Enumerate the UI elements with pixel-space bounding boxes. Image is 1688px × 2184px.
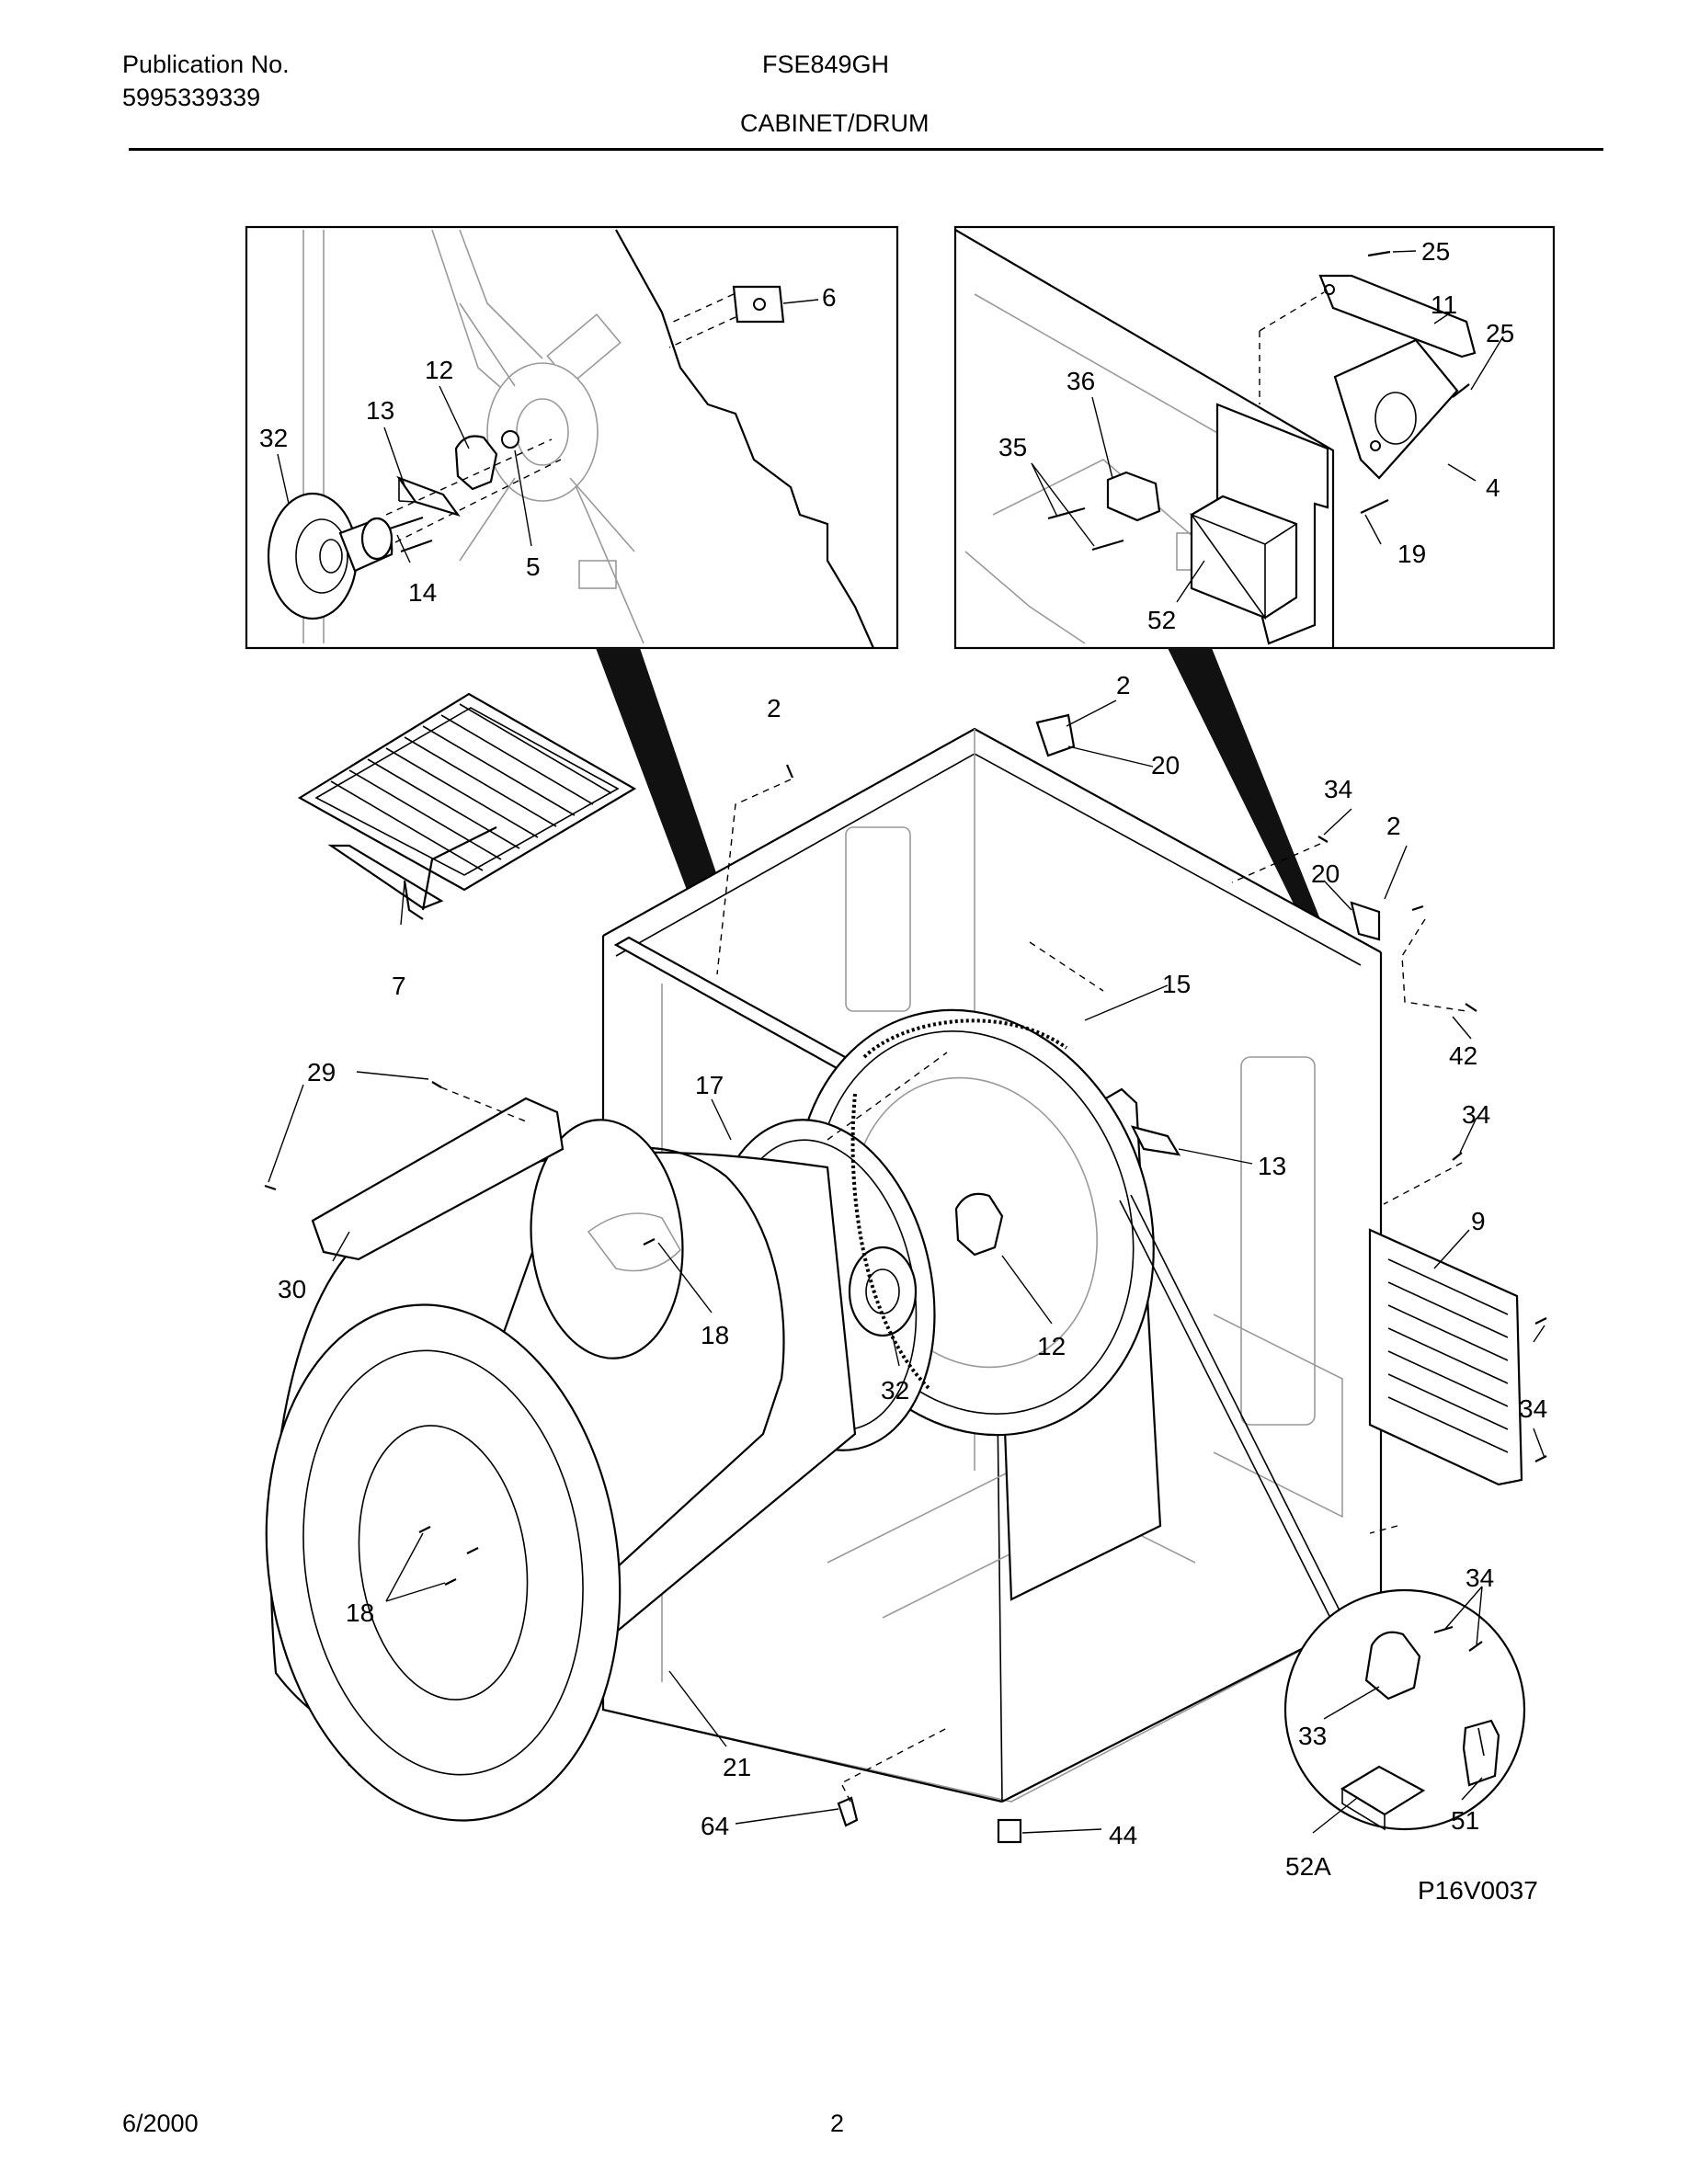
callout: 5 — [526, 552, 541, 581]
callout: 20 — [1151, 751, 1180, 779]
callout: 2 — [1386, 812, 1401, 840]
main-assembly — [264, 692, 1547, 1844]
callout: 7 — [392, 972, 406, 1000]
callout: 21 — [723, 1753, 751, 1781]
callout: 64 — [701, 1812, 729, 1840]
callout: 32 — [881, 1376, 909, 1405]
model-number: FSE849GH — [762, 51, 890, 78]
callout: 33 — [1298, 1722, 1327, 1750]
footer-date: 6/2000 — [122, 2110, 199, 2137]
callout: 15 — [1162, 970, 1191, 998]
callout: 51 — [1451, 1806, 1479, 1835]
publication-label: Publication No. — [122, 51, 290, 78]
callout: 11 — [1431, 290, 1457, 319]
callout: 4 — [1486, 473, 1500, 502]
callout: 34 — [1324, 775, 1352, 803]
callout: 52A — [1285, 1852, 1331, 1881]
section-title: CABINET/DRUM — [740, 109, 930, 137]
callout: 35 — [998, 433, 1027, 461]
callout: 36 — [1066, 367, 1095, 395]
callout: 18 — [346, 1598, 374, 1627]
page-number: 2 — [830, 2110, 845, 2137]
callout: 17 — [695, 1071, 724, 1099]
callout: 42 — [1449, 1041, 1477, 1070]
detail-circle — [1283, 1586, 1526, 1834]
callout: 20 — [1311, 859, 1340, 888]
right-inset — [953, 225, 1556, 650]
callout: 12 — [1037, 1332, 1066, 1360]
callout: 32 — [259, 424, 288, 452]
callout: 25 — [1486, 319, 1514, 347]
drying-rack — [297, 692, 637, 920]
callout: 18 — [701, 1321, 729, 1349]
callout: 34 — [1519, 1394, 1547, 1423]
callout: 13 — [366, 396, 394, 425]
callout: 13 — [1258, 1152, 1286, 1180]
drawing-code: P16V0037 — [1418, 1876, 1538, 1905]
callout: 6 — [822, 283, 837, 312]
callout: 2 — [767, 694, 781, 722]
callout-labels: 6 12 13 32 14 5 25 11 25 36 35 4 19 52 2… — [259, 237, 1547, 1881]
callout: 14 — [408, 578, 437, 607]
publication-number: 5995339339 — [122, 84, 261, 111]
callout: 19 — [1397, 540, 1426, 568]
callout: 25 — [1421, 237, 1450, 266]
callout: 44 — [1109, 1821, 1137, 1849]
callout: 52 — [1147, 606, 1176, 634]
callout: 34 — [1466, 1564, 1494, 1592]
callout: 34 — [1462, 1100, 1490, 1129]
callout: 12 — [425, 356, 453, 384]
left-inset — [245, 225, 899, 650]
zoom-wedge-right — [1168, 648, 1331, 947]
callout: 2 — [1116, 671, 1131, 700]
header-rule — [129, 148, 1603, 151]
callout: 30 — [278, 1275, 306, 1303]
callout: 9 — [1471, 1207, 1486, 1235]
callout: 29 — [307, 1058, 336, 1086]
rear-grille — [1368, 1228, 1523, 1486]
